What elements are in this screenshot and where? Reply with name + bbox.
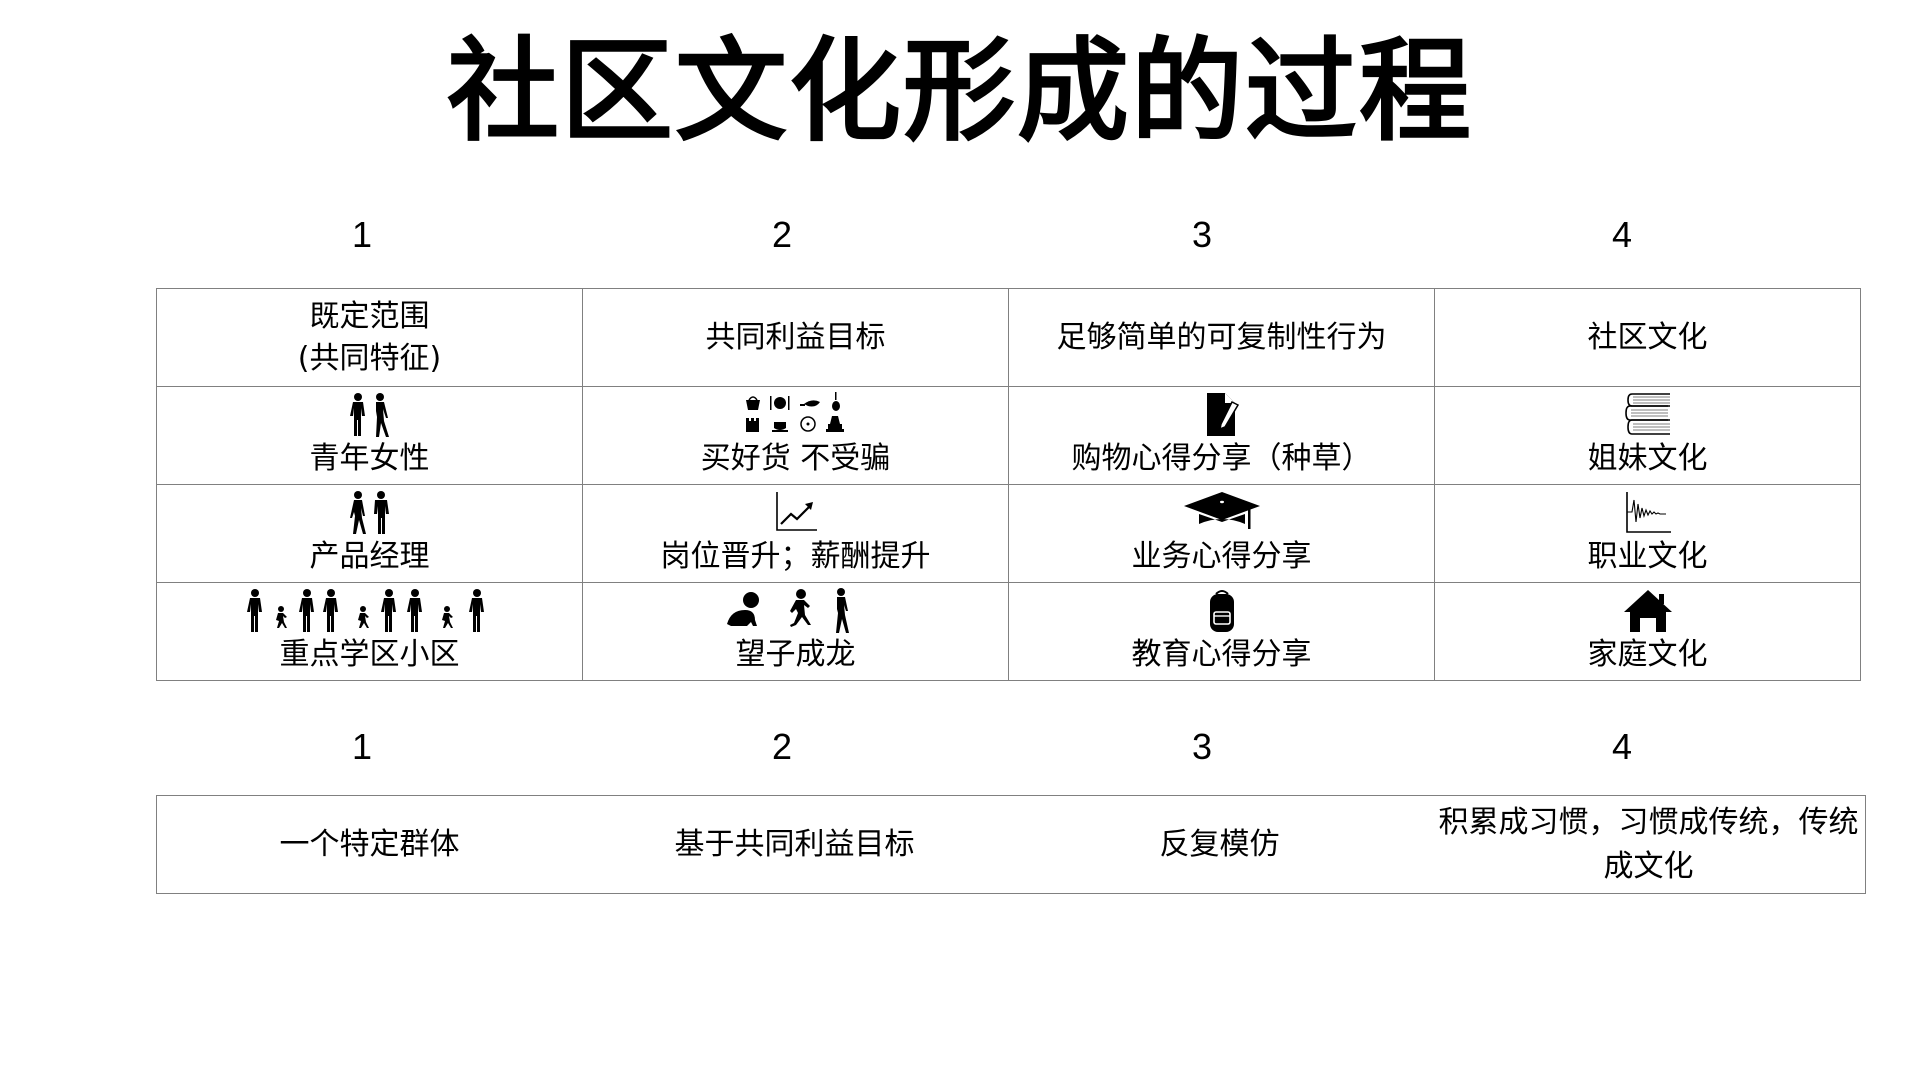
table-cell: 姐妹文化 xyxy=(1434,386,1861,485)
families-icon xyxy=(158,588,582,634)
house-icon xyxy=(1436,588,1860,634)
two-women-icon xyxy=(158,392,582,438)
shopping-leisure-icon xyxy=(584,391,1008,438)
step-number-4: 4 xyxy=(1611,214,1633,255)
step-number-4: 4 xyxy=(1611,726,1633,767)
table-cell: 家庭文化 xyxy=(1434,582,1861,681)
table-cell: 业务心得分享 xyxy=(1008,484,1435,583)
header-common-goal: 共同利益目标 xyxy=(705,319,886,355)
header-community-culture: 社区文化 xyxy=(1587,319,1708,355)
page-title: 社区文化形成的过程 xyxy=(447,27,1473,157)
step-numbers-bottom: 1 2 3 4 xyxy=(156,722,1856,772)
cell-label: 姐妹文化 xyxy=(1587,440,1708,476)
cell-label: 青年女性 xyxy=(309,440,430,476)
table-cell: 购物心得分享（种草） xyxy=(1008,386,1435,485)
table-cell: 望子成龙 xyxy=(582,582,1009,681)
header-replicable-behavior: 足够简单的可复制性行为 xyxy=(1056,319,1387,355)
culture-process-table: 既定范围 (共同特征) 共同利益目标 足够简单的可复制性行为 社区文化 xyxy=(156,288,1861,681)
header-scope-line2: (共同特征) xyxy=(297,340,442,376)
summary-cell: 反复模仿 xyxy=(1007,795,1432,894)
waveform-chart-icon xyxy=(1436,490,1860,536)
cell-label: 望子成龙 xyxy=(735,636,856,672)
table-row: 青年女性 xyxy=(156,386,1861,485)
summary-text: 积累成习惯，习惯成传统，传统成文化 xyxy=(1438,804,1859,884)
table-cell: 青年女性 xyxy=(156,386,583,485)
table-header-row: 既定范围 (共同特征) 共同利益目标 足够简单的可复制性行为 社区文化 xyxy=(156,288,1861,387)
table-cell: 岗位晋升；薪酬提升 xyxy=(582,484,1009,583)
cell-label: 业务心得分享 xyxy=(1131,538,1312,574)
summary-cell: 积累成习惯，习惯成传统，传统成文化 xyxy=(1432,795,1866,894)
cell-label: 买好货 不受骗 xyxy=(700,440,891,476)
document-edit-icon xyxy=(1010,392,1434,438)
step-number-3: 3 xyxy=(1191,214,1213,255)
table-cell: 重点学区小区 xyxy=(156,582,583,681)
step-number-1: 1 xyxy=(351,726,373,767)
summary-text: 反复模仿 xyxy=(1159,826,1280,862)
cell-label: 重点学区小区 xyxy=(279,636,460,672)
step-numbers-top: 1 2 3 4 xyxy=(156,210,1856,260)
cell-label: 家庭文化 xyxy=(1587,636,1708,672)
table-cell: 产品经理 xyxy=(156,484,583,583)
header-cell-scope: 既定范围 (共同特征) xyxy=(156,288,583,387)
summary-row: 一个特定群体 基于共同利益目标 反复模仿 积累成习惯，习惯成传统，传统成文化 xyxy=(156,795,1866,894)
graduation-cap-icon xyxy=(1010,490,1434,536)
trend-chart-icon xyxy=(584,490,1008,536)
step-number-2: 2 xyxy=(771,726,793,767)
table-row: 重点学区小区 望子成龙 xyxy=(156,582,1861,681)
cell-label: 购物心得分享（种草） xyxy=(1071,440,1372,476)
table-row: 产品经理 岗位晋升；薪酬提升 业务心得分享 xyxy=(156,484,1861,583)
child-growth-icon xyxy=(584,587,1008,634)
summary-text: 基于共同利益目标 xyxy=(674,826,915,862)
cell-label: 岗位晋升；薪酬提升 xyxy=(660,538,931,574)
summary-text: 一个特定群体 xyxy=(279,826,460,862)
header-cell-common-goal: 共同利益目标 xyxy=(582,288,1009,387)
step-number-3: 3 xyxy=(1191,726,1213,767)
header-cell-replicable-behavior: 足够简单的可复制性行为 xyxy=(1008,288,1435,387)
two-men-icon xyxy=(158,490,582,536)
cell-label: 职业文化 xyxy=(1587,538,1708,574)
books-stack-icon xyxy=(1436,392,1860,438)
step-number-1: 1 xyxy=(351,214,373,255)
table-cell: 买好货 不受骗 xyxy=(582,386,1009,485)
table-cell: 职业文化 xyxy=(1434,484,1861,583)
cell-label: 教育心得分享 xyxy=(1131,636,1312,672)
backpack-icon xyxy=(1010,588,1434,634)
header-scope-line1: 既定范围 xyxy=(309,298,430,334)
step-number-2: 2 xyxy=(771,214,793,255)
summary-table: 一个特定群体 基于共同利益目标 反复模仿 积累成习惯，习惯成传统，传统成文化 xyxy=(156,795,1866,894)
cell-label: 产品经理 xyxy=(309,538,430,574)
summary-cell: 一个特定群体 xyxy=(156,795,582,894)
summary-cell: 基于共同利益目标 xyxy=(582,795,1007,894)
table-cell: 教育心得分享 xyxy=(1008,582,1435,681)
header-cell-community-culture: 社区文化 xyxy=(1434,288,1861,387)
